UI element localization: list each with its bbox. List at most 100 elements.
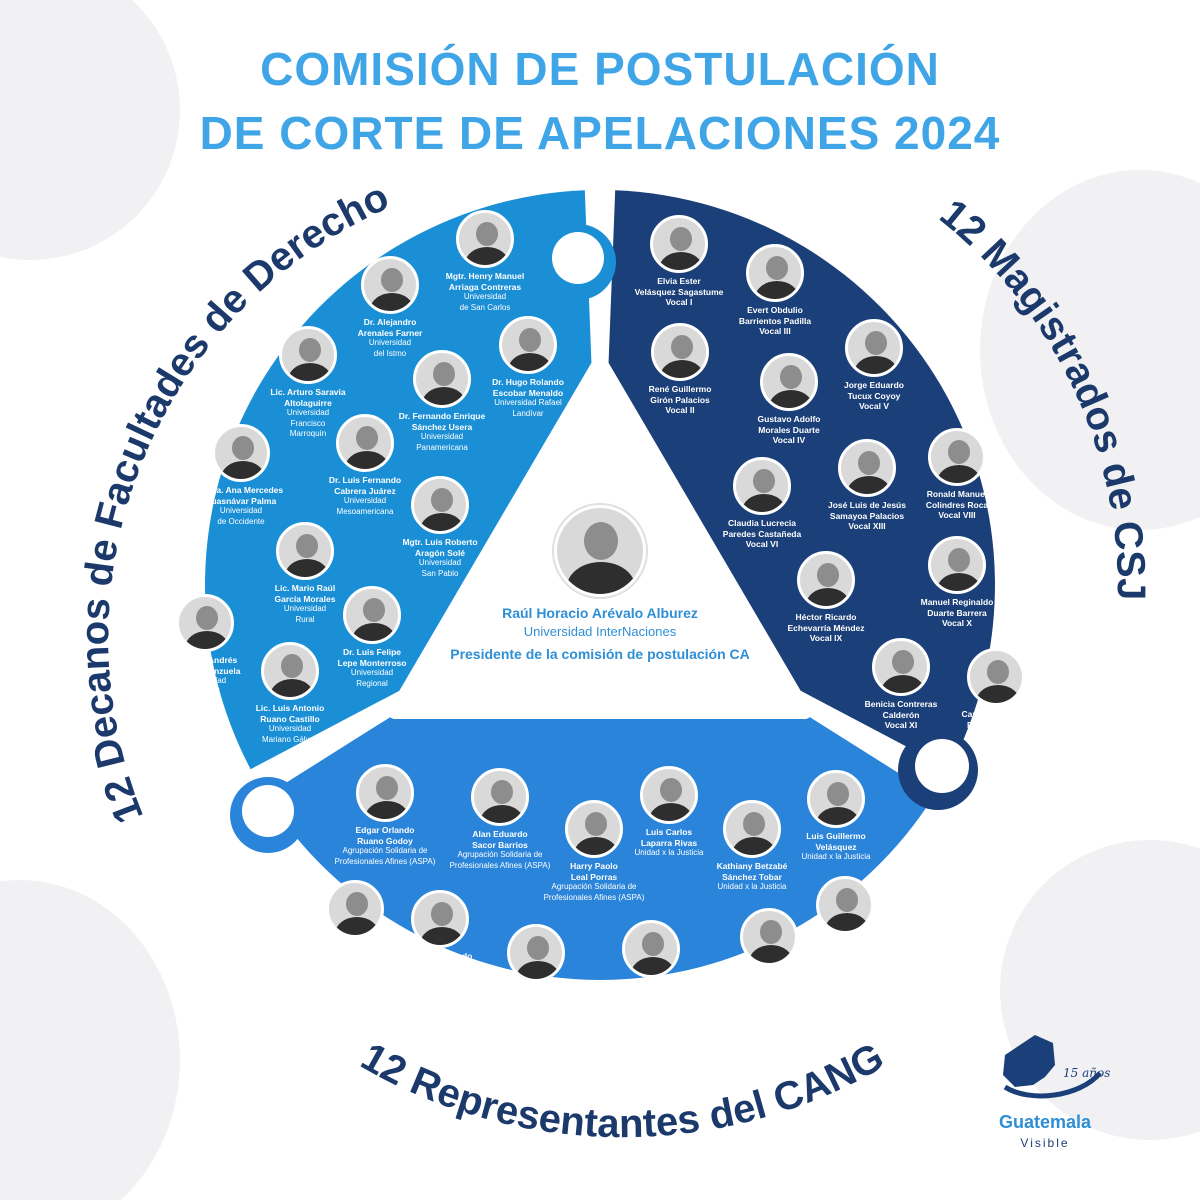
member-affiliation: Universidad del Istmo bbox=[368, 338, 412, 358]
member-affiliation: Coalición Gremial bbox=[813, 958, 877, 967]
member-name: Dr. Fernando Enrique Sánchez Usera bbox=[398, 411, 486, 432]
member-name: Claudia Lucrecia Paredes Castañeda Vocal… bbox=[722, 518, 802, 549]
member-photo bbox=[456, 210, 514, 268]
member-affiliation: Unidad Gremial de Abogados y Profesional… bbox=[722, 990, 816, 1020]
member-affiliation: Unidos por el Derecho y Plataforma de Pr… bbox=[485, 1006, 587, 1036]
member-name: Julio Adrián Velásquez Aguilar bbox=[499, 985, 573, 1006]
logo-swoosh bbox=[1003, 1071, 1102, 1099]
magistrates-member: Carlos Humberto Rivera Carrillo Vocal XI… bbox=[911, 648, 1081, 741]
commission-president: Raúl Horacio Arévalo Alburez Universidad… bbox=[425, 505, 775, 662]
page-title-line-1: COMISIÓN DE POSTULACIÓN bbox=[260, 43, 940, 95]
magistrates-member: Evert Obdulio Barrientos Padilla Vocal I… bbox=[690, 244, 860, 337]
member-affiliation: Agrupación Solidaria de Profesionales Af… bbox=[449, 850, 551, 870]
member-photo bbox=[176, 594, 234, 652]
member-photo bbox=[212, 424, 270, 482]
member-affiliation: Universidad Rafael Landívar bbox=[494, 398, 562, 418]
member-name: Gustavo Adolfo Morales Duarte Vocal IV bbox=[757, 414, 821, 445]
member-affiliation: Universidad de Occidente bbox=[217, 506, 265, 526]
member-photo bbox=[336, 414, 394, 472]
member-affiliation: Universidad Panamericana bbox=[416, 432, 468, 452]
member-photo bbox=[807, 770, 865, 828]
puzzle-knob-top-hole bbox=[552, 232, 604, 284]
member-name: Licda. Ana Mercedes Suasnávar Palma bbox=[198, 485, 284, 506]
president-photo bbox=[554, 505, 646, 597]
member-photo bbox=[507, 924, 565, 982]
magistrates-member: Elvia Ester Velásquez Sagastume Vocal I bbox=[594, 215, 764, 308]
member-name: Jorge Eduardo Tucux Coyoy Vocal V bbox=[844, 380, 904, 411]
member-name: Lic. Luis Antonio Ruano Castillo bbox=[255, 703, 325, 724]
member-photo bbox=[651, 323, 709, 381]
member-affiliation: Unidos por el Derecho y Plataforma de Pr… bbox=[389, 972, 491, 1002]
member-name: Dr. Hugo Rolando Escobar Menaldo bbox=[492, 377, 564, 398]
member-affiliation: Universidad Da Vinci bbox=[183, 676, 227, 696]
member-photo bbox=[276, 522, 334, 580]
member-name: Kathiany Betzabé Sánchez Tobar bbox=[716, 861, 788, 882]
puzzle-knob-left-hole bbox=[242, 785, 294, 837]
member-photo bbox=[838, 439, 896, 497]
member-name: José Luis de Jesús Samayoa Palacios Voca… bbox=[828, 500, 906, 531]
member-photo bbox=[650, 215, 708, 273]
member-name: Benicia Contreras Calderón Vocal XI bbox=[864, 699, 938, 730]
member-photo bbox=[872, 638, 930, 696]
magistrates-member: Benicia Contreras Calderón Vocal XI bbox=[816, 638, 986, 731]
magistrates-member: Manuel Reginaldo Duarte Barrera Vocal X bbox=[872, 536, 1042, 629]
member-name: Mgtr. Henry Manuel Arriaga Contreras bbox=[445, 271, 525, 292]
member-name: Dr. José Andrés Reyes Valenzuela bbox=[169, 655, 241, 676]
member-affiliation: Unidad x la Justicia bbox=[801, 852, 871, 861]
member-affiliation: Unión bbox=[344, 962, 366, 971]
member-photo bbox=[622, 920, 680, 978]
member-photo bbox=[261, 642, 319, 700]
member-photo bbox=[746, 244, 804, 302]
guatemala-visible-logo: 15 años bbox=[1003, 1035, 1110, 1099]
member-name: Manuel Reginaldo Duarte Barrera Vocal X bbox=[920, 597, 994, 628]
member-name: Horacio Joel Avendaño Madrid bbox=[733, 969, 805, 990]
puzzle-knob-right-hole bbox=[915, 739, 969, 793]
member-photo bbox=[928, 428, 986, 486]
member-photo bbox=[733, 457, 791, 515]
member-name: Evert Obdulio Barrientos Padilla Vocal I… bbox=[738, 305, 812, 336]
arc-label-cang-text: 12 Representantes del CANG bbox=[354, 1035, 891, 1147]
logo-subtitle: Visible bbox=[1020, 1136, 1070, 1150]
arc-label-cang: 12 Representantes del CANG bbox=[354, 1035, 891, 1147]
president-name: Raúl Horacio Arévalo Alburez bbox=[502, 605, 698, 621]
member-affiliation: Universidad Mesoamericana bbox=[336, 496, 394, 516]
member-name: Santiago Omar Paz Flores bbox=[620, 981, 682, 1002]
logo-name: Guatemala bbox=[998, 1112, 1092, 1132]
member-affiliation: Universidad Rural bbox=[283, 604, 327, 624]
member-photo bbox=[411, 890, 469, 948]
member-photo bbox=[723, 800, 781, 858]
member-photo bbox=[499, 316, 557, 374]
member-affiliation: Unidad x la Justicia bbox=[634, 848, 704, 857]
magistrates-member: Gustavo Adolfo Morales Duarte Vocal IV bbox=[704, 353, 874, 446]
magistrates-member: René Guillermo Girón Palacios Vocal II bbox=[595, 323, 765, 416]
member-affiliation: Universidad San Pablo bbox=[418, 558, 462, 578]
member-name: Héctor Ricardo Echevarría Méndez Vocal I… bbox=[787, 612, 865, 643]
member-photo bbox=[760, 353, 818, 411]
member-name: Dr. Alejandro Arenales Farner bbox=[357, 317, 423, 338]
president-role: Presidente de la comisión de postulación… bbox=[450, 646, 750, 662]
member-photo bbox=[740, 908, 798, 966]
member-affiliation: Agrupación Solidaria de Profesionales Af… bbox=[543, 882, 645, 902]
member-name: Lic. Arturo Saravia Altolaguirre bbox=[270, 387, 346, 408]
magistrates-member: Héctor Ricardo Echevarría Méndez Vocal I… bbox=[741, 551, 911, 644]
member-photo bbox=[845, 319, 903, 377]
logo-badge: 15 años bbox=[1063, 1066, 1110, 1080]
